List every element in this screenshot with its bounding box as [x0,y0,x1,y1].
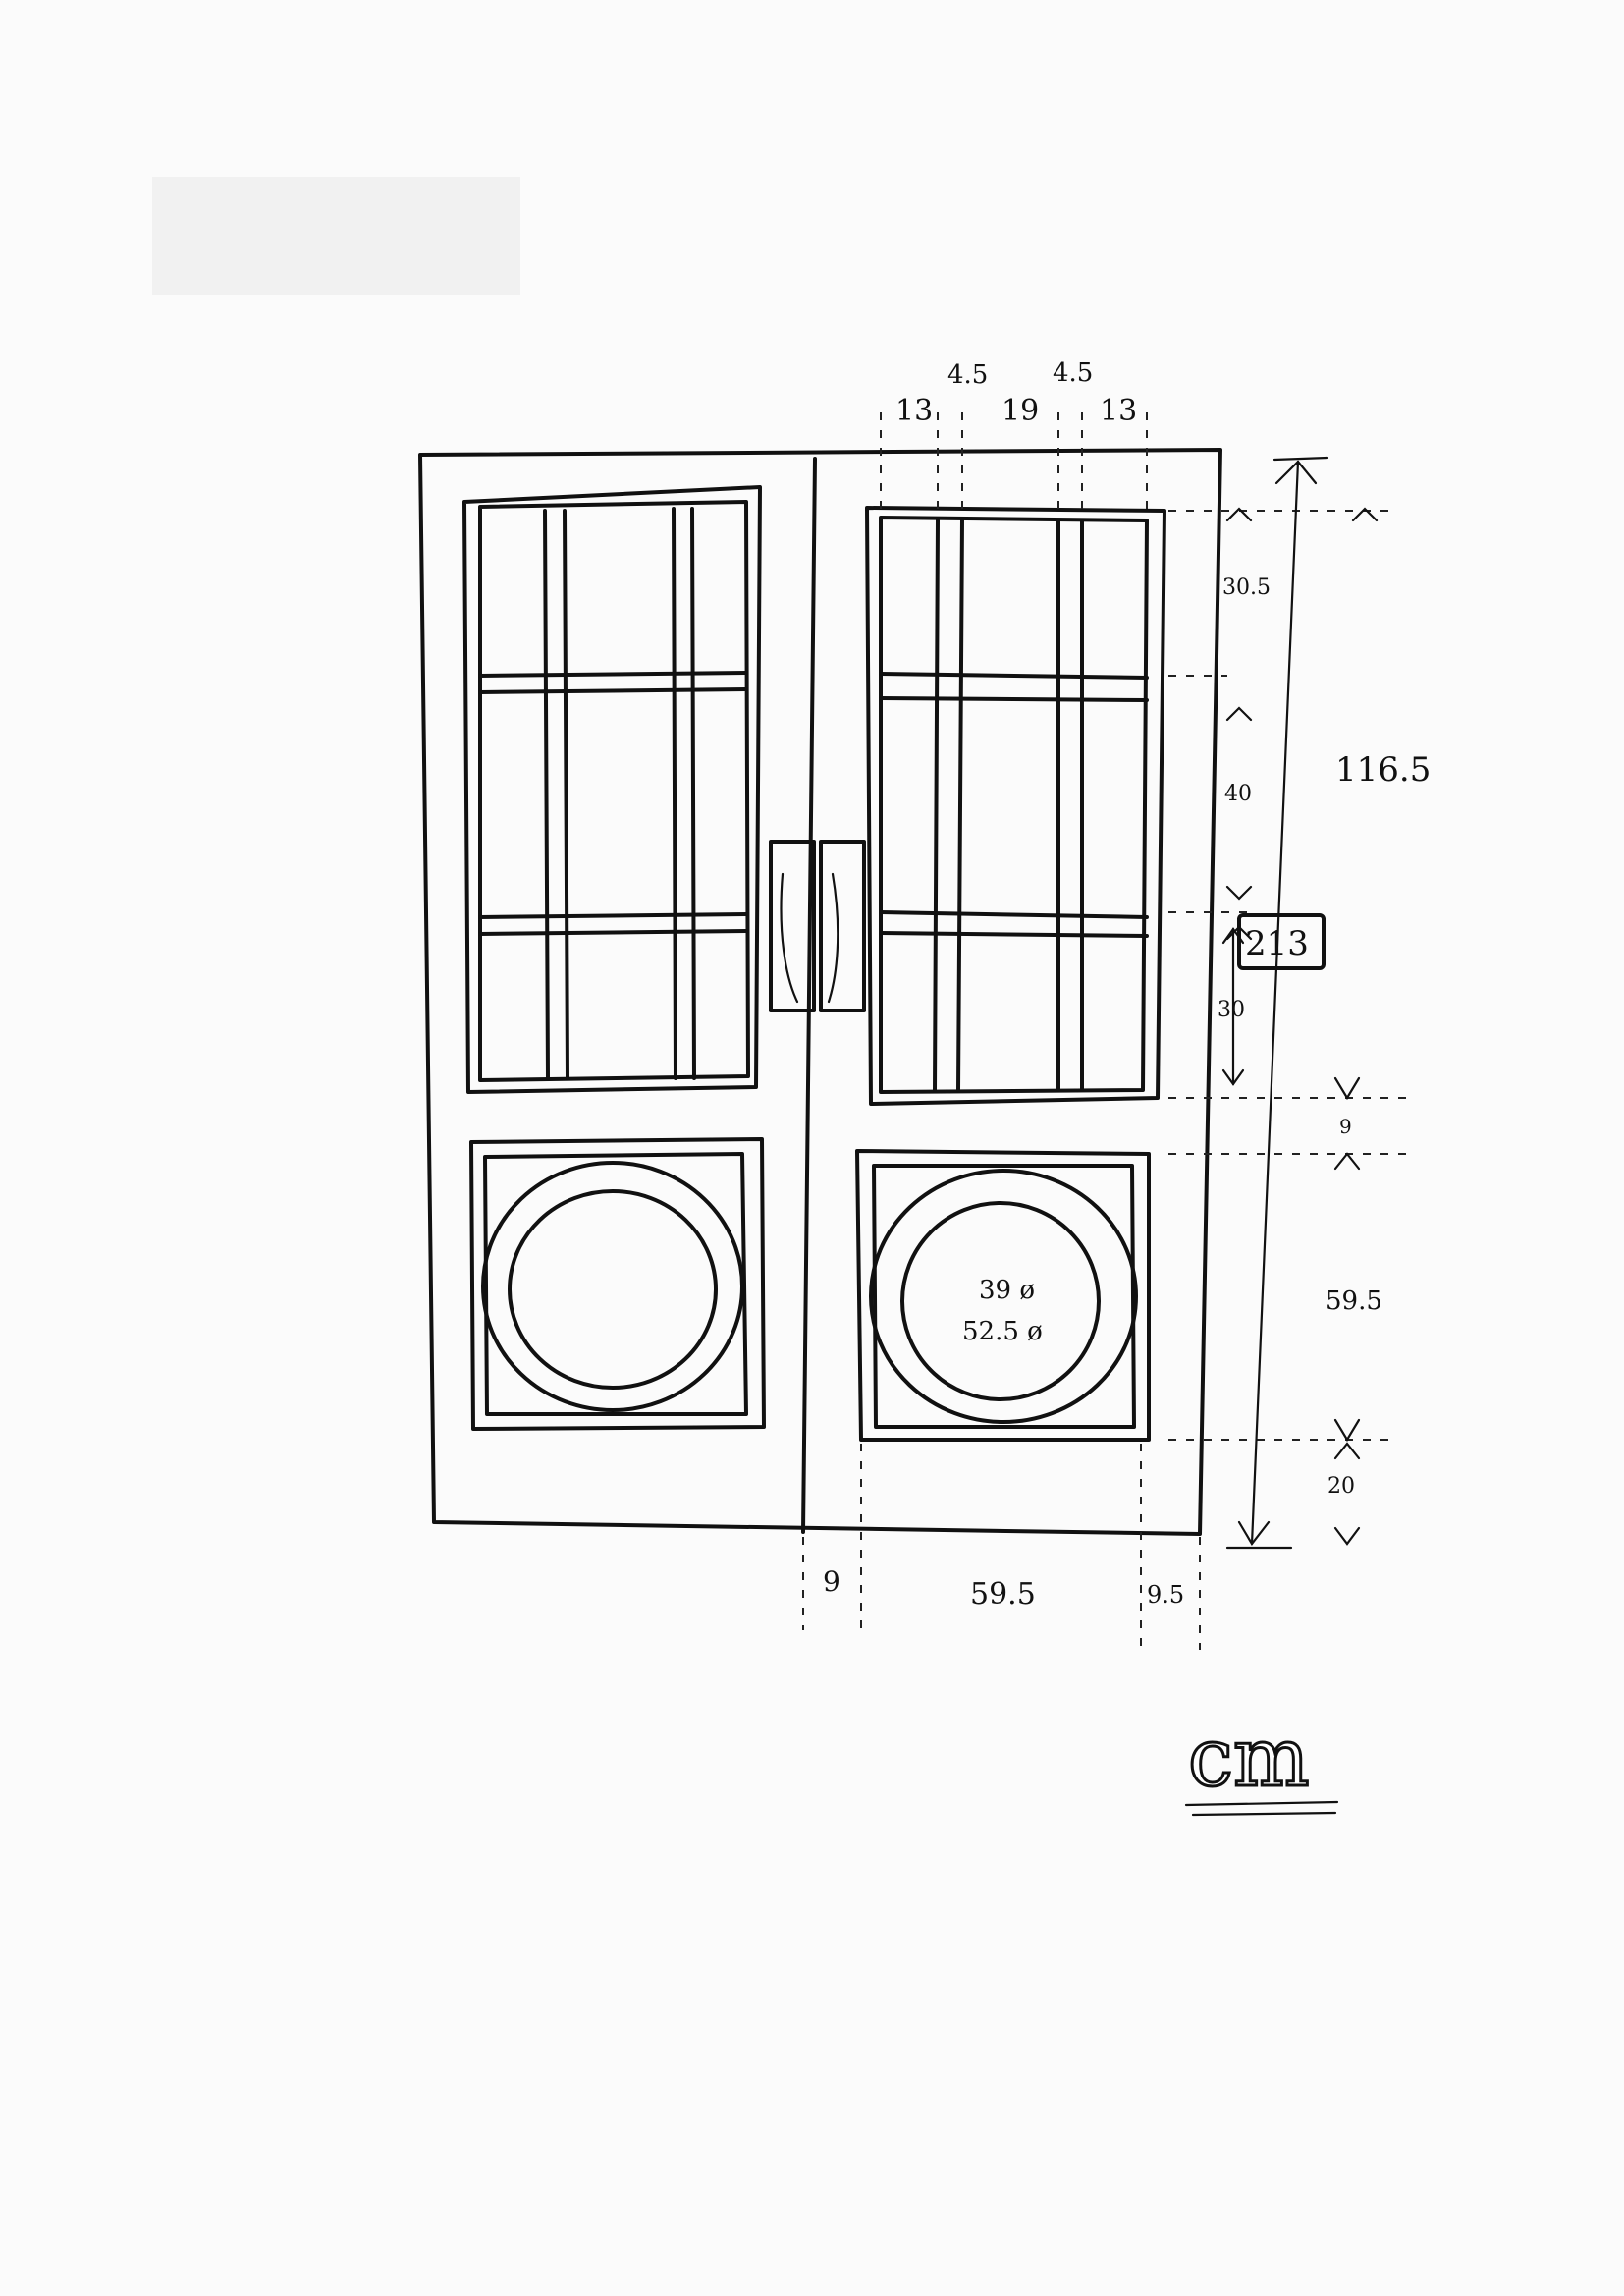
right-circle-panel [855,1149,1151,1442]
label-bottom-59-5: 59.5 [970,1577,1036,1612]
bottom-dimension-guides [802,1444,1201,1650]
label-diameter-39: 39 ø [979,1276,1035,1305]
label-top-4-5-left: 4.5 [947,360,988,390]
label-bottom-9: 9 [823,1565,840,1598]
label-top-13-right: 13 [1100,394,1137,428]
unit-underline [1184,1800,1339,1817]
overall-height-arrow [1225,456,1329,1550]
right-glazed-panel [865,506,1166,1106]
dimension-ticks [1221,507,1379,1546]
label-diameter-52-5: 52.5 ø [962,1317,1043,1346]
label-unit-cm: cm [1188,1712,1310,1805]
dim-213-box [1237,913,1326,970]
right-dimension-guides [1168,510,1414,1441]
label-dim-30: 30 [1218,998,1245,1022]
scan-shadow [152,177,520,295]
label-bottom-9-5: 9.5 [1147,1581,1184,1609]
door-center-line [801,457,817,1534]
label-dim-9-right: 9 [1339,1115,1352,1138]
door-outline [418,448,1222,1536]
label-top-19: 19 [1001,394,1039,428]
label-dim-116-5: 116.5 [1335,750,1431,790]
label-dim-30-5: 30.5 [1222,575,1271,600]
label-dim-40: 40 [1224,782,1252,806]
label-dim-59-5-right: 59.5 [1326,1286,1382,1316]
label-dim-213: 213 [1245,924,1309,963]
left-glazed-panel [462,485,762,1094]
label-top-13-left: 13 [895,394,933,428]
label-top-4-5-right: 4.5 [1053,358,1093,388]
label-dim-20: 20 [1327,1474,1355,1499]
door-handles [769,840,866,1012]
left-circle-panel [469,1137,766,1431]
